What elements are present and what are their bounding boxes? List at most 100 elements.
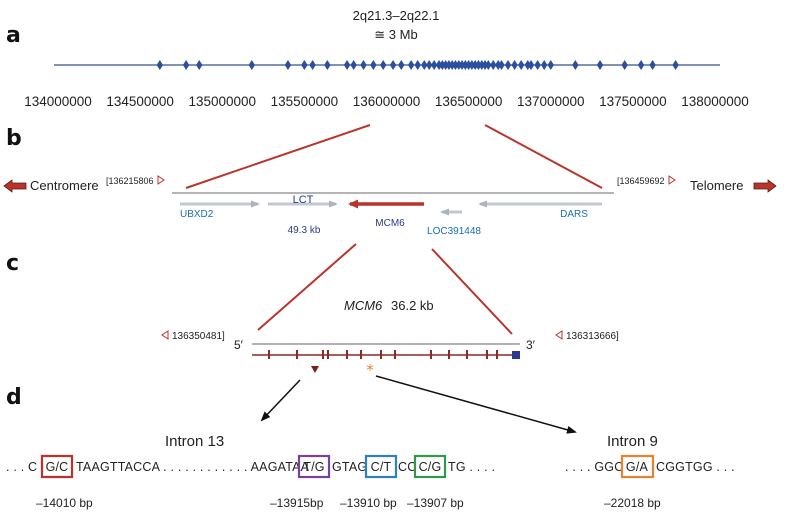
axis-tick-label: 135500000	[271, 94, 339, 109]
arrow-to-intron9	[375, 375, 577, 434]
seq2-prefix: . . . . GGC	[565, 460, 623, 474]
panel-b-label: b	[6, 126, 22, 151]
snp-marker	[389, 60, 397, 70]
axis-tick-label: 136500000	[435, 94, 503, 109]
dars-label: DARS	[560, 209, 588, 220]
triangle-marker-icon	[668, 175, 676, 185]
snp-marker	[156, 60, 164, 70]
snp-marker	[475, 60, 482, 70]
region-size: ≅ 3 Mb	[374, 27, 417, 42]
snp-marker	[524, 60, 531, 70]
snp-marker	[517, 60, 525, 70]
snp-marker	[324, 60, 331, 70]
snp5-label: G/A	[626, 460, 649, 474]
snp-marker	[485, 60, 492, 70]
ubxd2-label: UBXD2	[180, 209, 214, 220]
snp-marker	[455, 60, 462, 70]
position-snp2: –13915bp	[270, 496, 324, 510]
snp-marker	[426, 60, 433, 70]
zoom-line-right-bc	[431, 248, 513, 335]
snp-marker	[540, 60, 548, 70]
lct-size-label: 49.3 kb	[288, 225, 321, 236]
triangle-marker-icon	[555, 330, 563, 340]
snp-marker	[504, 60, 512, 70]
snp-marker	[196, 60, 203, 70]
left-coordinate-c: 136350481]	[172, 331, 225, 342]
position-snp3: –13910 bp	[340, 496, 397, 510]
position-snp1: –14010 bp	[36, 496, 93, 510]
snp-marker	[350, 60, 357, 70]
zoom-line-right-ab	[484, 124, 603, 189]
exon-structure	[252, 350, 520, 359]
snp4-box	[413, 454, 447, 479]
snp-marker	[596, 60, 604, 70]
snp-marker	[435, 60, 443, 70]
snp2-box	[297, 454, 331, 479]
right-coordinate-b: [136459692	[617, 176, 665, 186]
snp-marker	[490, 60, 497, 70]
panel-a-label: a	[6, 23, 21, 48]
snp-marker	[458, 60, 466, 70]
snp-marker	[452, 60, 459, 70]
snp-marker	[343, 60, 351, 70]
snp-marker	[547, 60, 554, 70]
snp-marker	[442, 60, 449, 70]
axis-tick-label: 135000000	[188, 94, 256, 109]
lct-label: LCT	[293, 194, 314, 206]
snp-marker	[407, 60, 415, 70]
position-snp4: –13907 bp	[407, 496, 464, 510]
snp-marker	[621, 60, 628, 70]
snp-marker	[462, 60, 469, 70]
snp4-label: C/G	[419, 460, 442, 474]
left-coordinate-b: [136215806	[106, 176, 154, 186]
intron9-title: Intron 9	[607, 433, 658, 450]
snp-marker	[672, 60, 679, 70]
snp1-box	[40, 454, 74, 479]
snp1-label: G/C	[46, 460, 69, 474]
axis-tick-label: 138000000	[681, 94, 749, 109]
snp-marker	[445, 60, 453, 70]
snp-marker	[439, 60, 446, 70]
intron9-star-icon: *	[366, 361, 374, 379]
snp-marker	[301, 60, 308, 70]
snp-marker	[414, 60, 421, 70]
snp-marker	[284, 60, 292, 70]
snp-marker	[494, 60, 502, 70]
position-snp5: –22018 bp	[604, 496, 661, 510]
snp-marker	[421, 60, 428, 70]
snp-marker	[449, 60, 456, 70]
snp-marker	[534, 60, 541, 70]
snp-marker	[468, 60, 476, 70]
snp-marker	[498, 60, 505, 70]
seq1-mid3: CC	[398, 460, 416, 474]
snp-marker	[370, 60, 377, 70]
seq2-suffix: CGGTGG . . .	[656, 460, 735, 474]
triangle-marker-icon	[157, 175, 165, 185]
centromere-arrow-icon	[3, 179, 27, 193]
intron13-title: Intron 13	[165, 433, 224, 450]
axis-tick-label: 134500000	[106, 94, 174, 109]
region-title: 2q21.3–2q22.1	[353, 8, 440, 23]
snp-marker	[572, 60, 579, 70]
loc391448-label: LOC391448	[427, 226, 481, 237]
mcm6-gene-size: 36.2 kb	[391, 298, 434, 313]
panel-d-label: d	[6, 385, 22, 410]
snp2-label: T/G	[303, 460, 324, 474]
seq1-prefix: . . . C	[6, 460, 37, 474]
snp-marker	[481, 60, 489, 70]
right-coordinate-c: 136313666]	[566, 331, 619, 342]
axis-tick-labels: 134000000 134500000 135000000 135500000 1360…	[24, 94, 749, 109]
mcm6-label: MCM6	[375, 218, 405, 229]
centromere-label: Centromere	[30, 178, 99, 193]
telomere-arrow-icon	[753, 179, 777, 193]
seq1-suffix: TG . . . .	[448, 460, 495, 474]
axis-tick-label: 136000000	[353, 94, 421, 109]
snp-marker	[248, 60, 256, 70]
mcm6-gene-name: MCM6	[344, 298, 383, 313]
snp-marker	[398, 60, 405, 70]
snp3-box	[364, 454, 398, 479]
axis-tick-label: 134000000	[24, 94, 92, 109]
snp-marker	[511, 60, 518, 70]
axis-tick-label: 137000000	[517, 94, 585, 109]
